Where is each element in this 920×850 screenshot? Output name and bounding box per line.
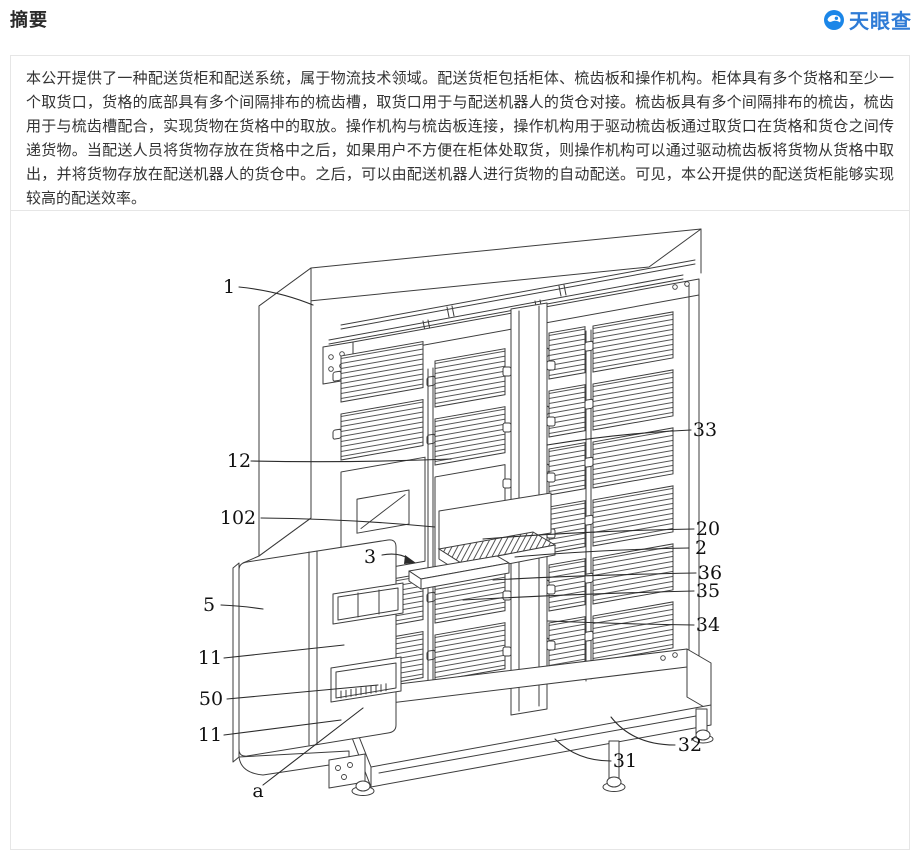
figure-label-11b: 11	[198, 724, 222, 746]
figure-label-3: 3	[364, 546, 376, 568]
brand-name: 天眼查	[849, 11, 912, 33]
top-guide-rails	[328, 259, 696, 345]
figure-section: 1 12 102 3 5 11 50 11 a 33 20 2 36 35 34…	[10, 210, 910, 850]
figure-label-33: 33	[693, 419, 717, 441]
figure-label-2: 2	[695, 537, 707, 559]
figure-label-20: 20	[696, 518, 720, 540]
figure-label-1: 1	[223, 276, 235, 298]
figure-label-50: 50	[199, 688, 223, 710]
figure-label-11a: 11	[198, 647, 222, 669]
figure-label-12: 12	[227, 450, 251, 472]
shelf-column-4	[584, 311, 674, 664]
figure-label-35: 35	[696, 580, 720, 602]
figure-label-5: 5	[203, 594, 215, 616]
figure-label-a: a	[252, 780, 263, 802]
figure-label-32: 32	[678, 734, 702, 756]
abstract-text: 本公开提供了一种配送货柜和配送系统，属于物流技术领域。配送货柜包括柜体、梳齿板和…	[26, 70, 894, 207]
patent-abstract-page: { "header": { "title": "摘要", "brand": { …	[10, 5, 912, 850]
figure-labels: 1 12 102 3 5 11 50 11 a 33 20 2 36 35 34…	[198, 276, 722, 802]
abstract-section: 本公开提供了一种配送货柜和配送系统，属于物流技术领域。配送货柜包括柜体、梳齿板和…	[10, 55, 910, 225]
figure-label-34: 34	[696, 614, 720, 636]
front-tower	[232, 539, 404, 796]
leader-lines	[220, 286, 697, 786]
page-title: 摘要	[10, 10, 48, 30]
figure-label-102: 102	[220, 507, 256, 529]
tianyancha-eye-icon	[823, 9, 845, 31]
figure-label-36: 36	[698, 562, 722, 584]
comb-tray	[408, 492, 557, 590]
cabinet-housing	[242, 228, 702, 564]
brand-logo: 天眼查	[823, 5, 912, 34]
figure-label-31: 31	[613, 750, 637, 772]
patent-figure-drawing: 1 12 102 3 5 11 50 11 a 33 20 2 36 35 34…	[198, 228, 722, 802]
